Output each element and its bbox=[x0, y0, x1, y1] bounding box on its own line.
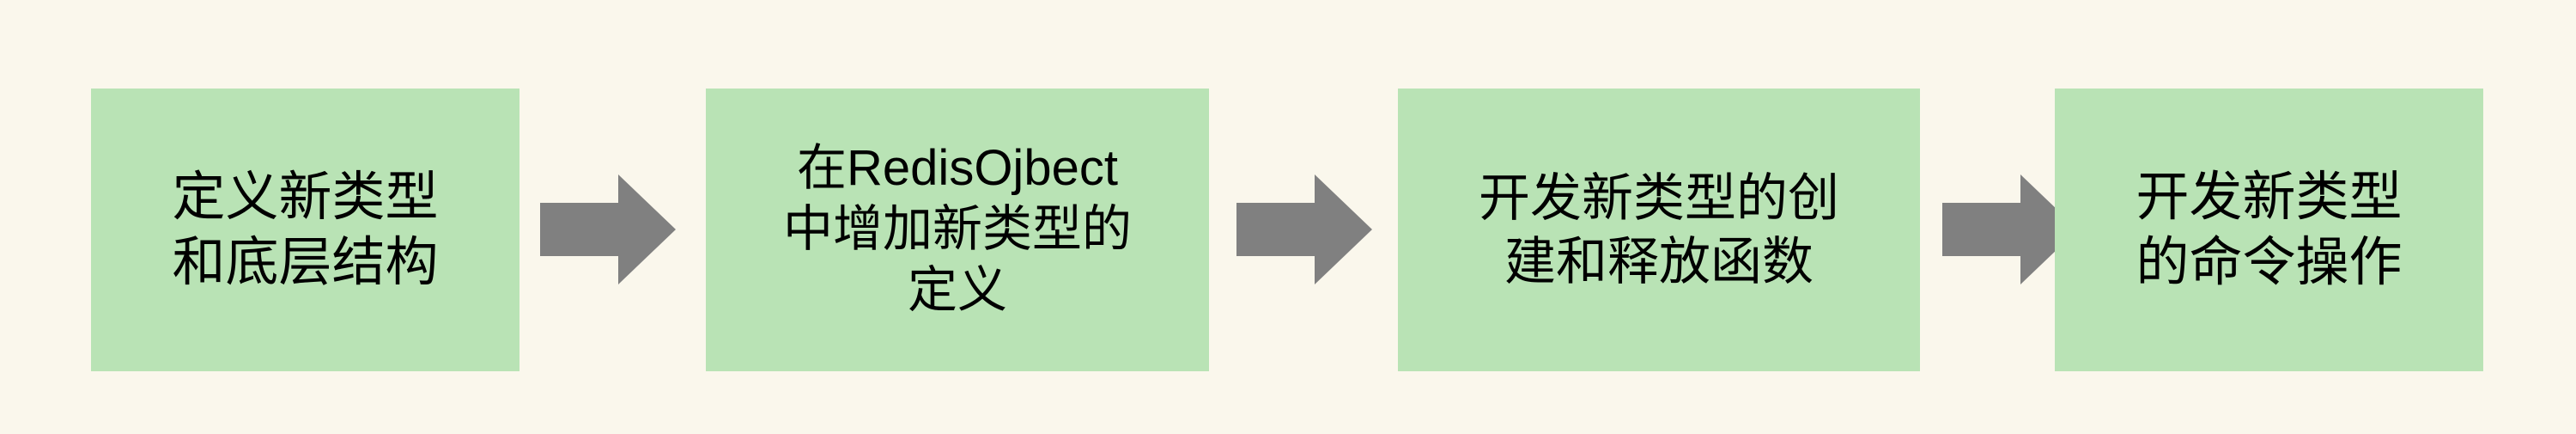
arrow-right-icon bbox=[1236, 174, 1372, 284]
arrow-right-icon bbox=[1942, 174, 2078, 284]
flow-step-1[interactable]: 定义新类型 和底层结构 bbox=[91, 89, 519, 371]
flow-step-2-label: 在RedisOjbect 中增加新类型的 定义 bbox=[782, 140, 1132, 318]
flow-step-2[interactable]: 在RedisOjbect 中增加新类型的 定义 bbox=[706, 89, 1209, 371]
arrow-right-icon bbox=[540, 174, 676, 284]
flow-step-4-label: 开发新类型 的命令操作 bbox=[2136, 167, 2403, 292]
flow-step-1-label: 定义新类型 和底层结构 bbox=[172, 167, 439, 292]
flow-step-3-label: 开发新类型的创 建和释放函数 bbox=[1479, 169, 1839, 290]
flow-step-3[interactable]: 开发新类型的创 建和释放函数 bbox=[1398, 89, 1920, 371]
flow-step-4[interactable]: 开发新类型 的命令操作 bbox=[2055, 89, 2483, 371]
